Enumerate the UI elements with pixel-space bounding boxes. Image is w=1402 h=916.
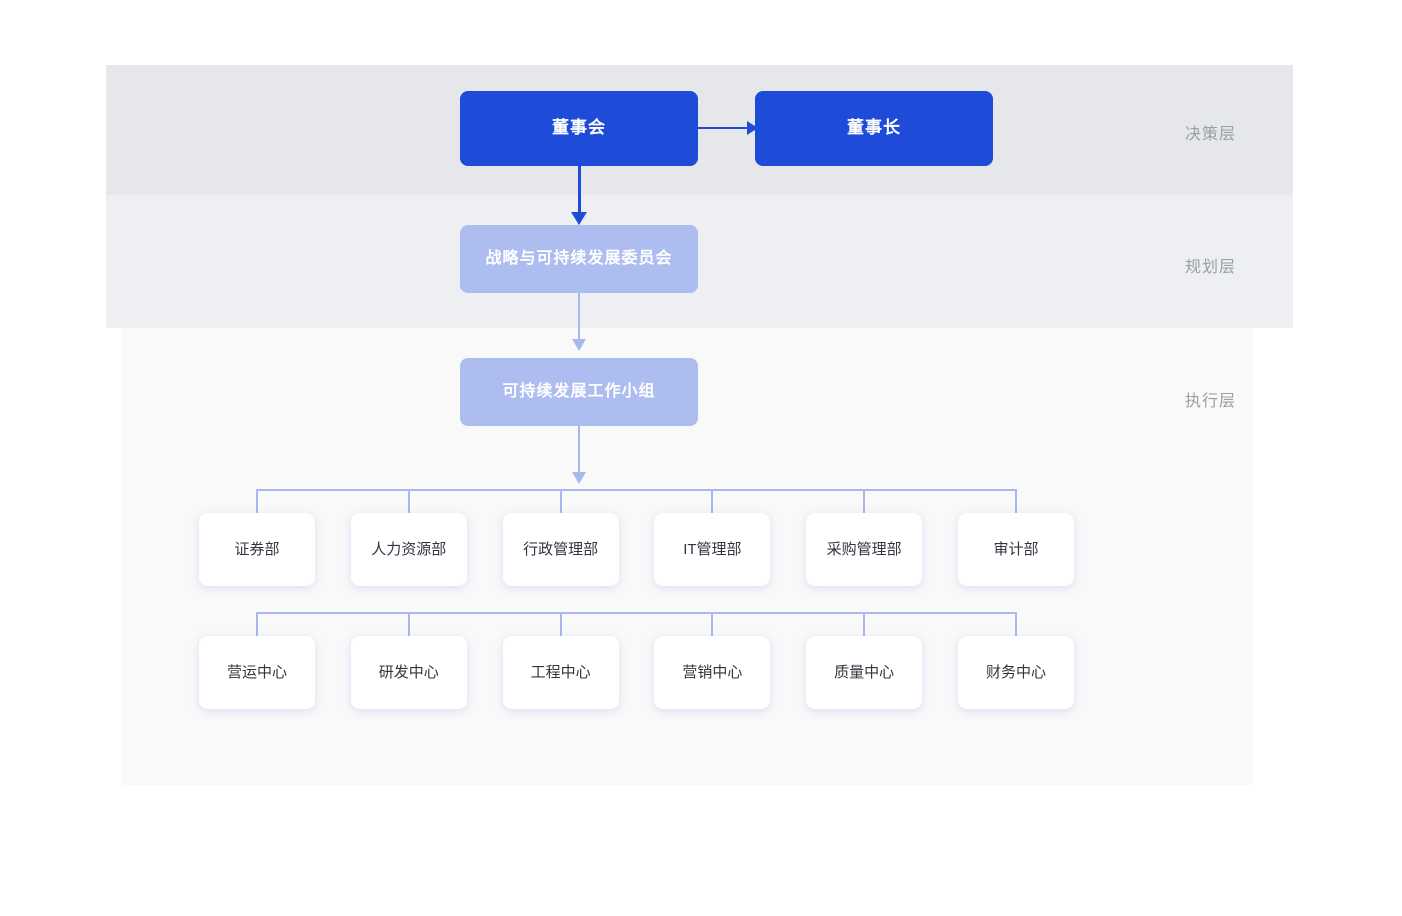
connector-board-to-chairman xyxy=(698,127,755,129)
connector-drop xyxy=(711,489,714,513)
department-card[interactable]: 采购管理部 xyxy=(806,513,923,586)
department-label: 营运中心 xyxy=(226,663,287,681)
department-card[interactable]: IT管理部 xyxy=(654,513,771,586)
connector-workgroup-to-departments xyxy=(578,426,580,476)
connector-committee-to-workgroup xyxy=(578,293,580,343)
department-label: 研发中心 xyxy=(378,663,439,681)
department-card[interactable]: 证券部 xyxy=(199,513,315,586)
department-label: 营销中心 xyxy=(682,663,743,681)
node-sustainability-workgroup[interactable]: 可持续发展工作小组 xyxy=(460,358,698,426)
connector-drop xyxy=(1015,489,1017,513)
connector-drop xyxy=(256,489,258,513)
node-chairman[interactable]: 董事长 xyxy=(755,91,993,166)
department-card[interactable]: 行政管理部 xyxy=(502,513,619,586)
connector-drop xyxy=(407,612,410,636)
connector-drop xyxy=(863,612,866,636)
department-label: 采购管理部 xyxy=(826,540,902,558)
department-label: 人力资源部 xyxy=(371,540,447,558)
department-card[interactable]: 审计部 xyxy=(958,513,1074,586)
department-label: 财务中心 xyxy=(985,663,1046,681)
department-card[interactable]: 营运中心 xyxy=(199,636,315,709)
department-card[interactable]: 研发中心 xyxy=(350,636,467,709)
department-label: IT管理部 xyxy=(683,540,742,558)
connector-board-to-committee xyxy=(578,166,581,216)
department-card[interactable]: 人力资源部 xyxy=(350,513,467,586)
connector-drop xyxy=(559,489,562,513)
node-strategy-committee[interactable]: 战略与可持续发展委员会 xyxy=(460,225,698,293)
connector-drop xyxy=(559,612,562,636)
department-label: 证券部 xyxy=(234,540,280,558)
connector-drop xyxy=(863,489,866,513)
layer-label-execution: 执行层 xyxy=(1184,393,1236,410)
arrow-head-down-icon xyxy=(571,212,587,225)
connector-drop xyxy=(407,489,410,513)
department-label: 审计部 xyxy=(993,540,1039,558)
layer-band-planning xyxy=(106,195,1293,328)
connector-drop xyxy=(1015,612,1017,636)
arrow-head-down-light-icon xyxy=(572,339,586,351)
arrow-head-right-icon xyxy=(747,121,758,135)
department-label: 行政管理部 xyxy=(523,540,599,558)
node-board[interactable]: 董事会 xyxy=(460,91,698,166)
layer-band-decision xyxy=(106,65,1293,195)
arrow-head-down-bus-icon xyxy=(572,472,586,484)
connector-bus-row1 xyxy=(256,489,1017,491)
connector-drop xyxy=(256,612,258,636)
department-card[interactable]: 质量中心 xyxy=(806,636,923,709)
layer-label-planning: 规划层 xyxy=(1184,259,1236,276)
connector-drop xyxy=(711,612,714,636)
connector-bus-row2 xyxy=(256,612,1017,614)
department-card[interactable]: 营销中心 xyxy=(654,636,771,709)
department-label: 工程中心 xyxy=(530,663,591,681)
department-label: 质量中心 xyxy=(834,663,895,681)
layer-label-decision: 决策层 xyxy=(1184,126,1236,143)
department-card[interactable]: 工程中心 xyxy=(502,636,619,709)
org-chart: 决策层 规划层 执行层 董事会 董事长 战略与可持续发展委员会 可持续发展工作小… xyxy=(106,65,1293,785)
department-card[interactable]: 财务中心 xyxy=(958,636,1074,709)
